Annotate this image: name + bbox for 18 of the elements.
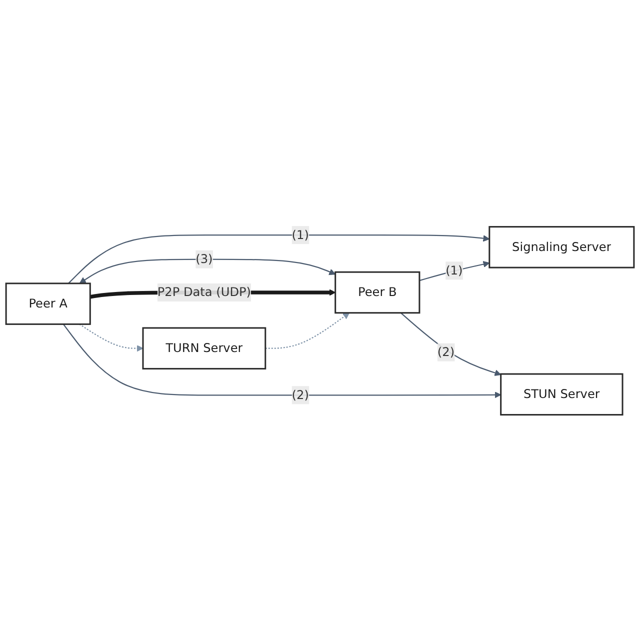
node-box: TURN Server [142, 326, 266, 370]
edge-label: P2P Data (UDP) [157, 284, 251, 299]
arrow [79, 323, 144, 352]
node-box: Signaling Server [488, 226, 635, 268]
arrow [79, 258, 336, 284]
node-box: STUN Server [500, 372, 624, 416]
arrow [265, 312, 350, 348]
arrow [68, 234, 490, 284]
arrow [419, 260, 490, 281]
node-box: Peer A [5, 282, 91, 325]
arrow [400, 312, 502, 376]
edge-label: (2) [292, 387, 309, 402]
arrow [62, 323, 502, 398]
edge-label: (1) [446, 262, 463, 278]
edge-label: (2) [437, 344, 455, 359]
edge-label: (3) [196, 251, 213, 266]
node-box: Peer B [334, 270, 420, 314]
edge-label: (1) [292, 227, 309, 242]
